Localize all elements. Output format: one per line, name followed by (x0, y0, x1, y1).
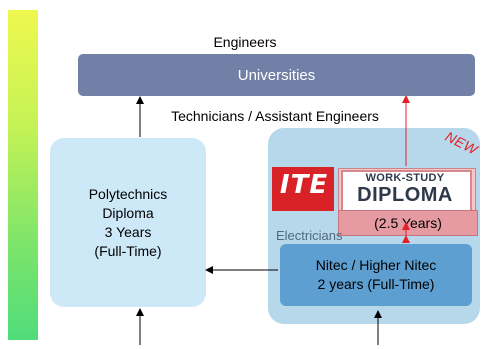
nitec-box: Nitec / Higher Nitec 2 years (Full-Time) (280, 244, 472, 306)
ite-logo (272, 167, 334, 211)
polytechnics-qualification: Diploma (102, 204, 154, 221)
pathway-gradient-bar (8, 10, 38, 340)
diploma-label: DIPLOMA (357, 184, 453, 206)
universities-box: Universities (78, 54, 475, 96)
engineers-label: Engineers (213, 34, 277, 50)
technicians-label: Technicians / Assistant Engineers (171, 108, 379, 124)
polytechnics-mode: (Full-Time) (94, 242, 162, 259)
polytechnics-title: Polytechnics (88, 185, 168, 202)
electricians-label: Electricians (276, 228, 343, 243)
polytechnics-box: Polytechnics Diploma 3 Years (Full-Time) (50, 138, 206, 307)
polytechnics-duration: 3 Years (104, 223, 152, 240)
nitec-title: Nitec / Higher Nitec (315, 257, 437, 273)
nitec-duration: 2 years (Full-Time) (317, 276, 435, 292)
ite-logo-text: ITE (279, 170, 329, 200)
work-study-label: WORK-STUDY (365, 172, 445, 184)
universities-label: Universities (237, 66, 316, 84)
